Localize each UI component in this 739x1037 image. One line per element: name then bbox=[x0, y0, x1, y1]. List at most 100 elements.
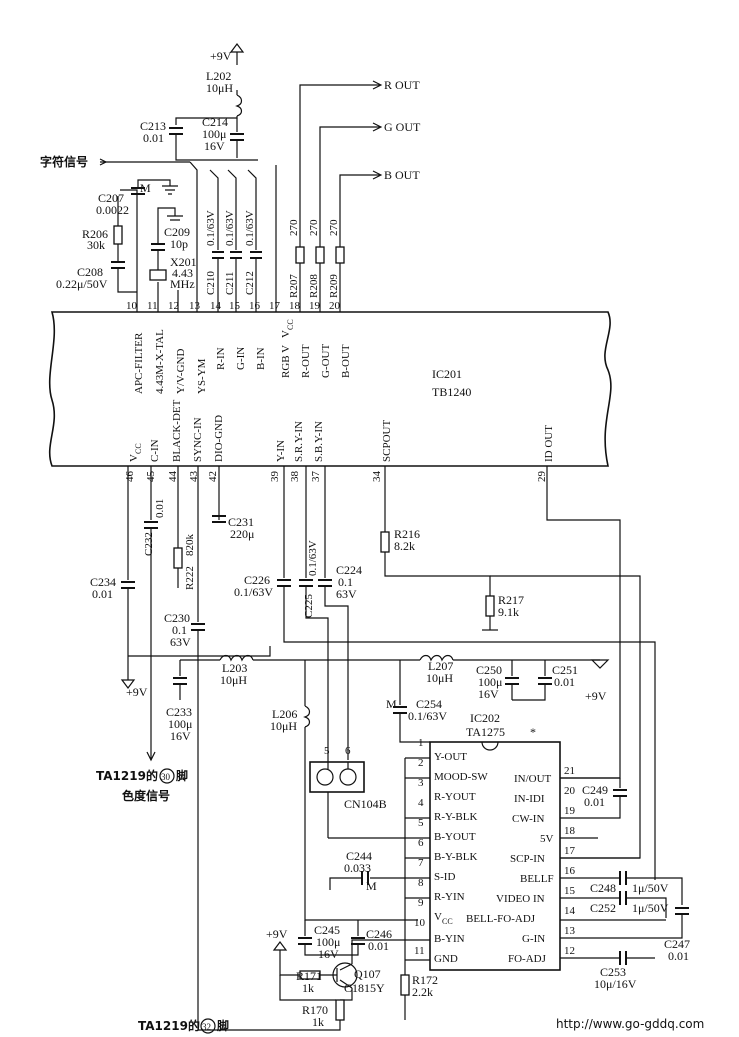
capacitor-c246 bbox=[351, 937, 365, 945]
ic201-ref: IC201 bbox=[432, 367, 462, 381]
label-c244: C244 bbox=[346, 849, 372, 863]
value-r206: 30k bbox=[87, 238, 105, 252]
label-c226: C226 bbox=[244, 573, 270, 587]
pin-label: B-IN bbox=[255, 347, 267, 370]
svg-text:B-YOUT: B-YOUT bbox=[434, 831, 476, 843]
svg-text:10: 10 bbox=[414, 917, 426, 929]
capacitor-c253 bbox=[619, 951, 627, 965]
svg-text:V: V bbox=[434, 911, 442, 923]
svg-text:FO-ADJ: FO-ADJ bbox=[508, 953, 547, 965]
svg-text:20: 20 bbox=[564, 785, 576, 797]
bottom-wiring bbox=[120, 466, 689, 1031]
resistor-r208 bbox=[315, 246, 325, 264]
ic202-left-pins: 1 Y-OUT 2 MOOD-SW 3 R-YOUT 4 R-Y-BLK 5 B… bbox=[414, 737, 488, 965]
capacitor-c213 bbox=[169, 127, 183, 135]
value-c225: 0.1/63V bbox=[307, 540, 319, 576]
svg-text:R-Y-BLK: R-Y-BLK bbox=[434, 811, 477, 823]
pin-label: APC-FILTER bbox=[133, 332, 145, 394]
label-r209: R209 bbox=[328, 274, 340, 298]
pin-label: S.B.Y-IN bbox=[313, 421, 325, 462]
pin-label: SCPOUT bbox=[381, 420, 393, 462]
svg-text:7: 7 bbox=[418, 857, 424, 869]
pin-number: 44 bbox=[167, 471, 179, 483]
pin-number: 13 bbox=[189, 300, 201, 312]
label-c207: C207 bbox=[98, 191, 124, 205]
label-r206: R206 bbox=[82, 227, 108, 241]
label-r170: R170 bbox=[302, 1003, 328, 1017]
svg-text:R-YOUT: R-YOUT bbox=[434, 791, 476, 803]
ic202-right-pins: IN/OUT 21 IN-IDI 20 CW-IN 19 5V 18 SCP-I… bbox=[466, 765, 576, 965]
value-x201b: MHz bbox=[170, 277, 195, 291]
label-c214: C214 bbox=[202, 115, 228, 129]
pin-number: 38 bbox=[289, 471, 301, 483]
pin-number: 37 bbox=[310, 471, 322, 483]
value-c230: 0.1 bbox=[172, 623, 187, 637]
label-c213: C213 bbox=[140, 119, 166, 133]
value-l203: 10μH bbox=[220, 673, 247, 687]
label-c245: C245 bbox=[314, 923, 340, 937]
svg-text:BELL-FO-ADJ: BELL-FO-ADJ bbox=[466, 913, 536, 925]
pin-number: 19 bbox=[309, 300, 321, 312]
value-c230b: 63V bbox=[170, 635, 191, 649]
svg-text:B-Y-BLK: B-Y-BLK bbox=[434, 851, 477, 863]
capacitor-c232 bbox=[144, 521, 158, 529]
svg-text:12: 12 bbox=[564, 945, 575, 957]
inductor-l207 bbox=[419, 654, 454, 662]
ic202-ref: IC202 bbox=[470, 711, 500, 725]
capacitor-c249 bbox=[613, 789, 627, 797]
value-c252: 1μ/50V bbox=[632, 901, 669, 915]
svg-text:BELLF: BELLF bbox=[520, 873, 554, 885]
svg-text:B-YIN: B-YIN bbox=[434, 933, 465, 945]
label-c224: C224 bbox=[336, 563, 362, 577]
inductor-l206 bbox=[303, 705, 311, 728]
svg-text:14: 14 bbox=[564, 905, 576, 917]
capacitor-c212 bbox=[250, 251, 262, 259]
capacitor-c231 bbox=[212, 515, 226, 523]
svg-text:Y-OUT: Y-OUT bbox=[434, 751, 467, 763]
chroma-note: TA1219的 30 脚 色度信号 bbox=[96, 768, 188, 803]
label-c211: C211 bbox=[224, 272, 236, 295]
value-c233: 100μ bbox=[168, 717, 192, 731]
value-c250: 100μ bbox=[478, 675, 502, 689]
svg-text:MOOD-SW: MOOD-SW bbox=[434, 771, 488, 783]
svg-text:CC: CC bbox=[286, 319, 295, 330]
label-l206: L206 bbox=[272, 707, 297, 721]
pin-label: B-OUT bbox=[340, 344, 352, 378]
svg-text:SCP-IN: SCP-IN bbox=[510, 853, 545, 865]
pin-label: S.R.Y-IN bbox=[293, 421, 305, 462]
pin-number: 12 bbox=[168, 300, 179, 312]
label-l207: L207 bbox=[428, 659, 453, 673]
value-c233b: 16V bbox=[170, 729, 191, 743]
value-c224b: 63V bbox=[336, 587, 357, 601]
label-c254: C254 bbox=[416, 697, 442, 711]
ic202-star: * bbox=[530, 725, 536, 739]
capacitor-c211 bbox=[230, 251, 242, 259]
svg-text:17: 17 bbox=[564, 845, 576, 857]
pin-number: 29 bbox=[536, 471, 548, 483]
pin-number: 34 bbox=[371, 471, 383, 483]
supply-label-left: +9V bbox=[126, 685, 148, 699]
pin-label: SYNC-IN bbox=[192, 417, 204, 462]
pin-number: 10 bbox=[126, 300, 138, 312]
website-watermark: http://www.go-gddq.com bbox=[556, 1017, 704, 1031]
pin-label-rgb-vcc: RGB V V CC bbox=[280, 319, 295, 378]
svg-text:5: 5 bbox=[418, 817, 424, 829]
ic201-body bbox=[48, 311, 612, 467]
resistor-r216 bbox=[380, 531, 390, 553]
m-label: M bbox=[386, 697, 397, 711]
value-c210: 0.1/63V bbox=[205, 210, 217, 246]
value-x201: 4.43 bbox=[172, 266, 193, 280]
resistor-r207 bbox=[295, 246, 305, 264]
b-out-label: B OUT bbox=[384, 168, 420, 182]
value-c251: 0.01 bbox=[554, 675, 575, 689]
svg-text:RGB V: RGB V bbox=[280, 345, 292, 378]
label-r207: R207 bbox=[288, 274, 300, 298]
label-c249: C249 bbox=[582, 783, 608, 797]
pin-label: C-IN bbox=[149, 439, 161, 462]
ground-symbol bbox=[162, 185, 178, 195]
ic201-top-pin-numbers: 10 11 12 13 14 15 16 17 18 19 20 bbox=[126, 300, 341, 312]
svg-text:13: 13 bbox=[564, 925, 576, 937]
svg-text:脚: 脚 bbox=[217, 1018, 229, 1033]
pin-number: 18 bbox=[289, 300, 301, 312]
pin-number: 39 bbox=[269, 471, 281, 483]
